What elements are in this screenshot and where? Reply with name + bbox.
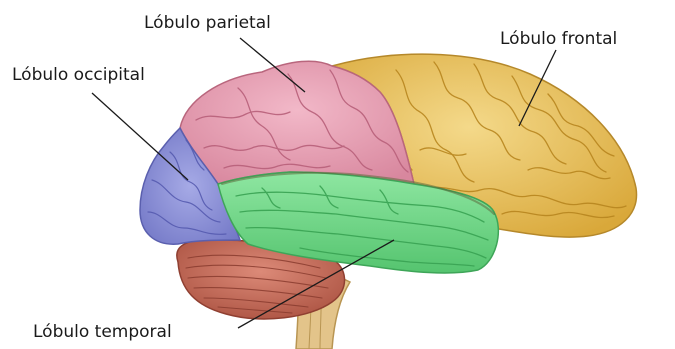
label-occipital: Lóbulo occipital <box>12 65 145 85</box>
label-frontal: Lóbulo frontal <box>500 29 617 49</box>
label-temporal: Lóbulo temporal <box>33 322 172 342</box>
label-parietal: Lóbulo parietal <box>144 13 271 33</box>
